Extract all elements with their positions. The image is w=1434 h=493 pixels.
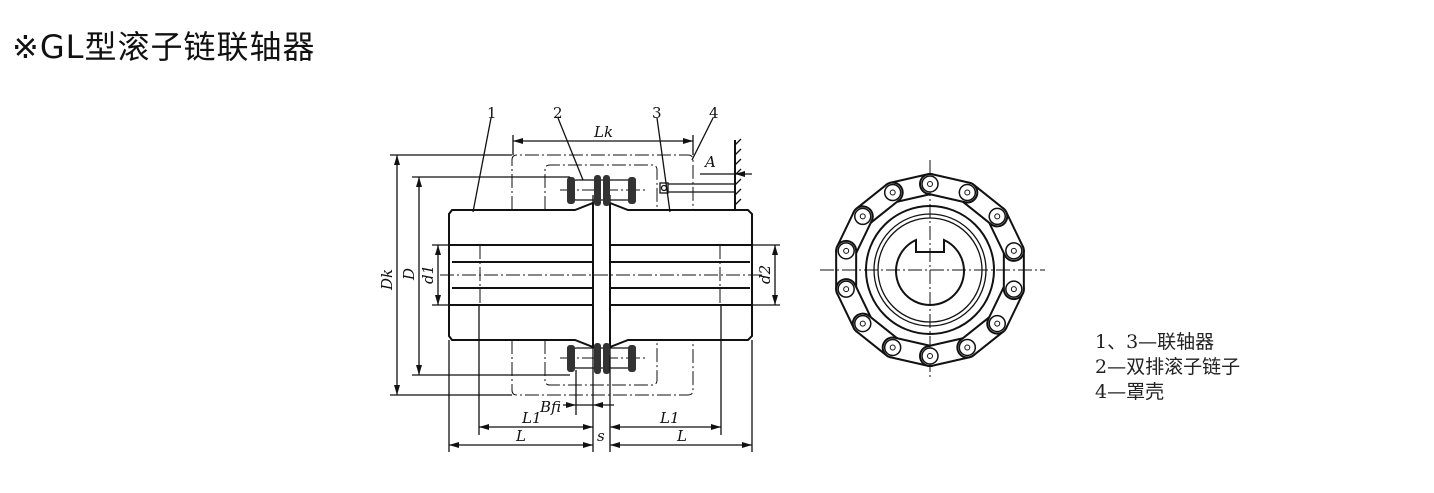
- chain-roller: [921, 175, 939, 193]
- dim-bfi: Bfi: [539, 398, 561, 416]
- section-view: 1 2 3 4 Lk A Dk D d1 d2 Bfi L1 L1 L s L: [378, 104, 780, 452]
- chain-pin: [889, 344, 896, 351]
- chain-roller: [1005, 280, 1023, 298]
- chain-pin: [843, 247, 850, 254]
- chain-pin: [859, 213, 866, 220]
- cover-4: [511, 138, 742, 396]
- chain-roller: [1005, 242, 1023, 260]
- part-number-2: 2: [553, 104, 563, 122]
- chain-pin: [889, 189, 896, 196]
- chain-roller: [958, 338, 977, 357]
- dim-l-left: L: [515, 427, 526, 445]
- roller-chain-top: [560, 175, 645, 206]
- end-view: [820, 160, 1045, 380]
- chain-pin: [1010, 286, 1017, 293]
- chain-pin: [927, 353, 933, 359]
- part-number-1: 1: [487, 104, 497, 122]
- chain-roller: [854, 207, 872, 226]
- dim-l1-right: L1: [659, 409, 680, 427]
- keyed-bore: [895, 238, 965, 306]
- page-title: ※GL型滚子链联轴器: [12, 28, 316, 66]
- dim-s: s: [597, 427, 605, 445]
- chain-pin: [859, 320, 866, 327]
- chain-pin: [964, 189, 971, 196]
- chain-roller: [958, 183, 977, 202]
- chain-roller: [988, 207, 1006, 226]
- dim-d: D: [400, 268, 418, 281]
- dim-l-right: L: [676, 427, 687, 445]
- dim-lk: Lk: [593, 123, 613, 141]
- legend-item: 2—双排滚子链子: [1095, 356, 1241, 378]
- dim-d2: d2: [756, 265, 774, 284]
- chain-roller: [854, 314, 872, 333]
- chain-pin: [964, 344, 971, 351]
- dim-a: A: [703, 153, 716, 171]
- legend-item: 4—罩壳: [1095, 381, 1165, 403]
- dim-l1-left: L1: [521, 409, 542, 427]
- chain-roller: [883, 338, 902, 357]
- chain-roller: [837, 280, 855, 298]
- legend-item: 1、3—联轴器: [1095, 331, 1215, 353]
- chain-pin: [843, 286, 850, 293]
- chain-pin: [1010, 247, 1017, 254]
- chain-roller: [921, 347, 939, 365]
- chain-roller: [883, 183, 902, 202]
- dim-dk: Dk: [378, 269, 396, 291]
- chain-roller: [837, 242, 855, 260]
- chain-pin: [994, 320, 1001, 327]
- chain-pin: [994, 213, 1001, 220]
- part-number-3: 3: [652, 104, 662, 122]
- legend: 1、3—联轴器 2—双排滚子链子 4—罩壳: [1095, 330, 1240, 405]
- chain-roller: [988, 314, 1006, 333]
- dim-d1: d1: [419, 265, 437, 284]
- dimension-arrows: [394, 138, 778, 448]
- roller-chain-bottom: [560, 343, 645, 374]
- part-number-4: 4: [709, 104, 719, 122]
- chain-pin: [927, 181, 933, 187]
